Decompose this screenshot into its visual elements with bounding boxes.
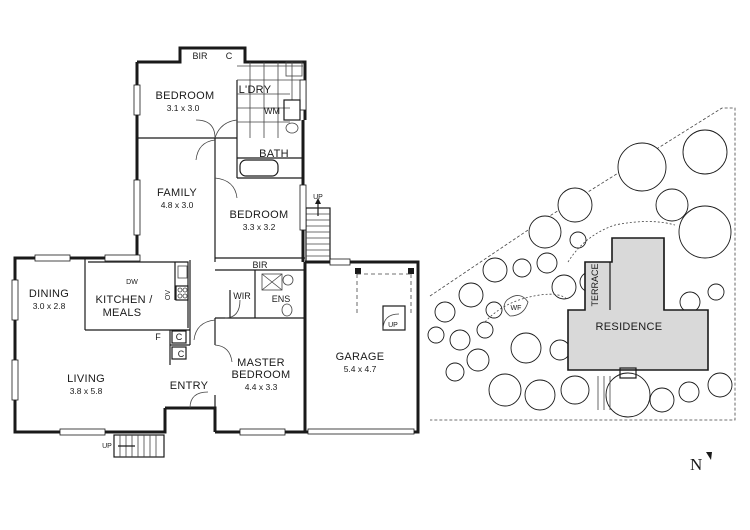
trees (427, 129, 733, 418)
north-arrow: N (690, 452, 712, 474)
room-dims-master: 4.4 x 3.3 (245, 382, 278, 392)
room-name-family: FAMILY (157, 187, 197, 199)
room-dims-bedroom-2: 3.3 x 3.2 (243, 222, 276, 232)
stair-to-garage (305, 198, 331, 263)
residence-label: RESIDENCE (596, 321, 663, 333)
label-up-garage: UP (388, 322, 398, 329)
label-c2: C (178, 349, 185, 359)
label-ov: OV (165, 290, 172, 300)
room-name-kitchen: KITCHEN / (95, 294, 153, 306)
room-labels: BEDROOM 3.1 x 3.0 L'DRY BATH FAMILY 4.8 … (29, 84, 385, 396)
room-dims-bedroom-1: 3.1 x 3.0 (167, 103, 200, 113)
room-name-entry: ENTRY (170, 380, 209, 392)
wf-label: WF (511, 305, 522, 312)
fixture-labels: BIR C WM BIR WIR ENS DW OV F C C UP UP U… (102, 51, 398, 450)
north-arrow-icon (706, 452, 712, 460)
room-dims-dining: 3.0 x 2.8 (33, 301, 66, 311)
site-boundary (429, 107, 736, 421)
label-wm: WM (264, 106, 280, 116)
fixtures (88, 99, 301, 360)
label-wir: WIR (233, 291, 251, 301)
label-c1: C (176, 332, 183, 342)
windows (11, 79, 351, 436)
north-letter: N (690, 455, 702, 474)
room-name-bath: BATH (259, 148, 289, 160)
interior-walls (84, 80, 305, 408)
label-f: F (155, 332, 161, 342)
room-name-dining: DINING (29, 288, 69, 300)
label-bir-mid: BIR (252, 260, 268, 270)
room-name-garage: GARAGE (336, 351, 385, 363)
laundry-floor-tiles (237, 61, 303, 138)
room-name-bedroom-2: BEDROOM (230, 209, 289, 221)
water-feature: WF (503, 295, 529, 317)
label-bir-top: BIR (192, 51, 208, 61)
label-c-top: C (226, 51, 233, 61)
floor-plan: BEDROOM 3.1 x 3.0 L'DRY BATH FAMILY 4.8 … (11, 46, 420, 458)
room-dims-garage: 5.4 x 4.7 (344, 364, 377, 374)
garage-features (307, 268, 415, 435)
label-dw: DW (126, 279, 138, 286)
doors (189, 119, 241, 409)
room-name-meals: MEALS (103, 307, 142, 319)
label-ens: ENS (272, 294, 291, 304)
label-up-stair: UP (313, 194, 323, 201)
entry-stairs (113, 434, 165, 458)
room-dims-living: 3.8 x 5.8 (70, 386, 103, 396)
garden-paths (484, 221, 676, 410)
room-name-living: LIVING (67, 373, 105, 385)
residence-building: RESIDENCE TERRACE (567, 237, 709, 379)
label-up-entry: UP (102, 443, 112, 450)
terrace-label: TERRACE (590, 263, 600, 306)
site-plan: RESIDENCE TERRACE WF N (427, 107, 736, 474)
room-name-master-bedroom: BEDROOM (232, 369, 291, 381)
room-name-master: MASTER (237, 357, 285, 369)
room-dims-family: 4.8 x 3.0 (161, 200, 194, 210)
room-name-bedroom-1: BEDROOM (156, 90, 215, 102)
room-name-laundry: L'DRY (239, 84, 272, 96)
